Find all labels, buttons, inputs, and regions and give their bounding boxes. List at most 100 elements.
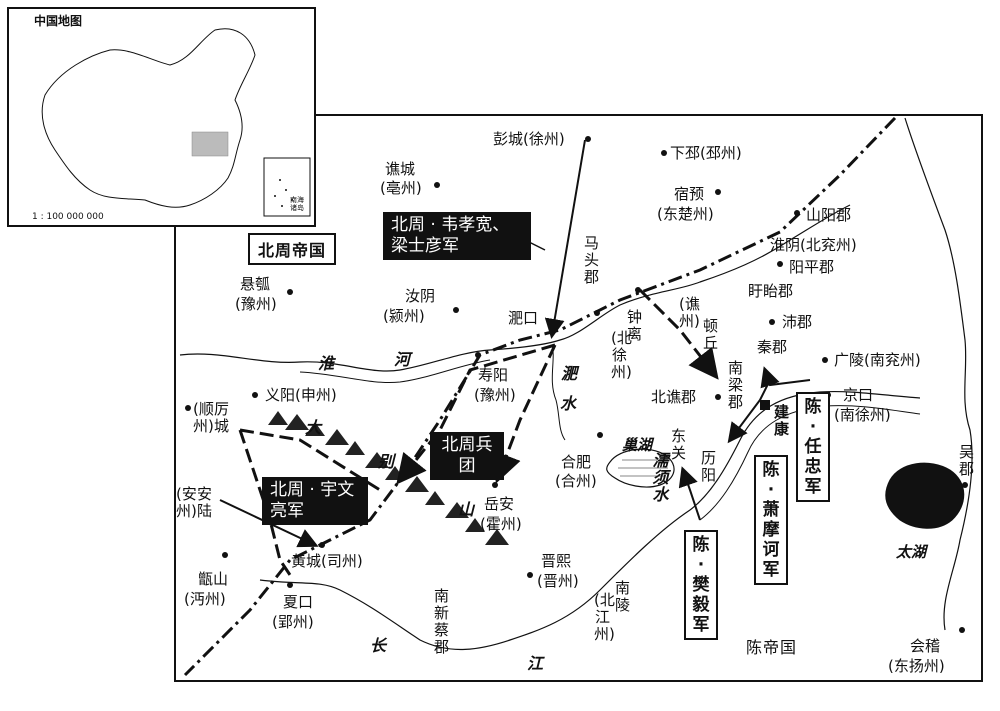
- place-shouyang-sub: (豫州): [474, 386, 516, 404]
- place-huangcheng: 黄城(司州): [291, 552, 363, 570]
- place-xuhu-sub: (豫州): [235, 295, 277, 313]
- callout-yuwen-army: 北周 · 宇文亮军: [262, 477, 368, 525]
- inset-china-outline: [41, 28, 256, 208]
- inset-highlight-area: [191, 131, 229, 157]
- label-chaohu: 巢湖: [622, 436, 653, 454]
- huai-river-bank: [299, 359, 491, 383]
- place-qiaocheng-sub: (亳州): [380, 179, 422, 197]
- route-bingtuan-1: [396, 343, 556, 485]
- place-qiaozhou: (谯州): [679, 295, 700, 330]
- place-yuean-sub: (霍州): [480, 515, 522, 533]
- callout-ren-army: 陈 · 任忠军: [796, 392, 830, 502]
- main-map-frame: [174, 114, 983, 682]
- label-da: 大: [305, 418, 322, 437]
- inset-title: 中国地图: [34, 14, 83, 28]
- place-shunzhou: (顺州): [193, 400, 214, 435]
- place-kuaiji-sub: (东扬州): [888, 657, 945, 675]
- arrow-ren: [760, 366, 811, 389]
- label-jiang: 江: [527, 654, 544, 673]
- inset-scale: 1 : 100 000 000: [32, 212, 104, 222]
- place-zhongli: 钟离: [626, 308, 642, 343]
- place-nanling: 南陵: [614, 579, 630, 614]
- place-qinjun: 秦郡: [757, 338, 788, 356]
- place-ruyin: 汝阴: [405, 287, 436, 305]
- chao-lake-hatch: [618, 459, 668, 477]
- place-wujun: 吴郡: [958, 443, 974, 478]
- place-yuean: 岳安: [484, 495, 515, 513]
- place-suyu-sub: (东楚州): [657, 205, 714, 223]
- place-hefei: 合肥: [561, 453, 592, 471]
- label-he: 河: [394, 350, 411, 369]
- tai-lake: [885, 462, 965, 529]
- label-shan: 山: [458, 500, 475, 519]
- place-anzhou: (安州): [176, 485, 197, 520]
- arrow-wei-liang: [544, 139, 586, 339]
- place-beixuzhou: (北徐州): [611, 329, 632, 381]
- place-matou: 马头郡: [583, 234, 599, 286]
- place-shouyang: 寿阳: [478, 366, 509, 384]
- place-suyu: 宿预: [674, 185, 705, 203]
- place-kuaiji: 会稽: [910, 637, 941, 655]
- label-ruxu-river: 濡须水: [652, 451, 669, 504]
- place-licheng: 厉城: [213, 400, 229, 435]
- place-qiaocheng: 谯城: [385, 160, 416, 178]
- place-hefei-sub: (合州): [555, 472, 597, 490]
- callout-xiao-army: 陈 · 萧摩诃军: [754, 455, 788, 585]
- place-ruyin-sub: (颍州): [383, 307, 425, 325]
- place-anlu: 安陆: [196, 485, 212, 520]
- label-huai: 淮: [318, 354, 335, 373]
- place-jingkou-sub: (南徐州): [834, 406, 891, 424]
- place-guangling: 广陵(南兖州): [834, 351, 921, 369]
- route-yuwen: [238, 429, 292, 576]
- place-beijiangzhou: (北江州): [594, 591, 615, 643]
- place-peijun: 沛郡: [782, 313, 813, 331]
- place-xiakou-sub: (郢州): [272, 613, 314, 631]
- label-taihu: 太湖: [896, 543, 927, 561]
- place-xuhu: 悬瓠: [240, 275, 271, 293]
- label-fei-shui: 水: [560, 394, 577, 413]
- yangtze-river-bank: [699, 405, 921, 521]
- place-dunqiu: 顿丘: [702, 317, 718, 352]
- place-jingkou: 京口: [843, 386, 874, 404]
- east-coastline: [904, 117, 973, 631]
- place-xuyi: 盱眙郡: [748, 282, 794, 300]
- inset-south-sea-islands: [274, 179, 293, 207]
- place-xiakou: 夏口: [283, 593, 314, 611]
- place-pengcheng: 彭城(徐州): [493, 130, 565, 148]
- huai-river: [179, 204, 851, 372]
- inset-islands-label: 南海诸岛: [290, 196, 304, 212]
- jiankang-capital-marker: [760, 400, 770, 410]
- place-yangping: 阳平郡: [789, 258, 835, 276]
- place-huaiyin: 淮阴(北兖州): [770, 236, 857, 254]
- place-beiqiao: 北谯郡: [651, 388, 697, 406]
- place-jiankang: 建康: [773, 403, 789, 438]
- route-licheng: [239, 428, 381, 492]
- empire-chen: 陈帝国: [738, 632, 806, 660]
- place-jinxi-sub: (晋州): [537, 572, 579, 590]
- place-dongguan: 东关: [670, 427, 686, 462]
- label-chang: 长: [370, 636, 387, 655]
- yangtze-river: [259, 390, 921, 650]
- empire-north-zhou: 北周帝国: [248, 233, 337, 265]
- label-fei: 淝: [561, 364, 578, 383]
- place-liyang: 历阳: [700, 449, 716, 484]
- callout-wei-liang-army: 北周 · 韦孝宽、梁士彦军: [383, 212, 531, 260]
- place-feikou: 淝口: [508, 309, 539, 327]
- label-bie: 别: [378, 452, 395, 471]
- inset-south-sea-box: [263, 157, 311, 217]
- callout-fan-army: 陈 · 樊毅军: [684, 530, 718, 640]
- place-yiyang: 义阳(申州): [265, 386, 337, 404]
- route-bingtuan-2: [492, 344, 557, 484]
- place-zhenshan-sub: (沔州): [184, 590, 226, 608]
- place-nanxincai: 南新蔡郡: [433, 587, 449, 656]
- place-zhenshan: 甑山: [198, 570, 229, 588]
- arrow-fan: [678, 466, 701, 521]
- fei-river: [551, 344, 566, 441]
- place-nanliang: 南梁郡: [727, 359, 743, 411]
- place-xiapi: 下邳(邳州): [670, 144, 742, 162]
- place-jinxi: 晋熙: [541, 552, 572, 570]
- callout-bingtuan: 北周兵团: [430, 432, 504, 480]
- place-shanyang: 山阳郡: [806, 206, 852, 224]
